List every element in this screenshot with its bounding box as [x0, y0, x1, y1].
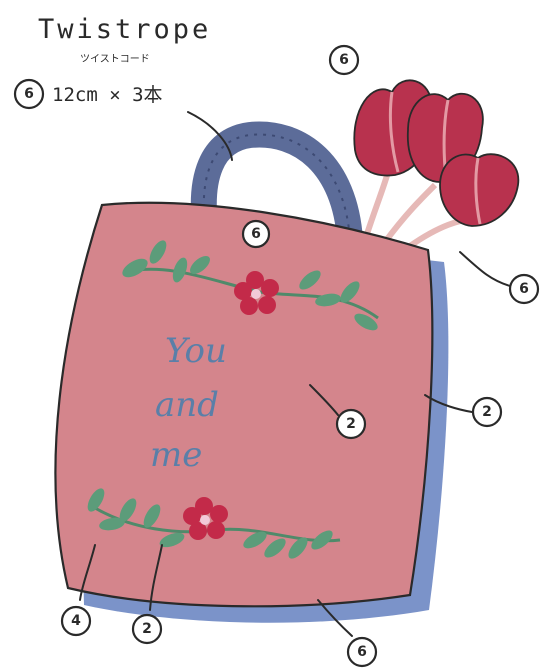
callout-number: 6: [357, 644, 367, 660]
embroidery-word-2: and: [155, 385, 219, 425]
callout-number: 2: [142, 621, 152, 637]
embroidery-word-1: You: [165, 331, 227, 371]
callout-number: 2: [482, 404, 492, 420]
callout-stem: 6: [510, 275, 538, 303]
tulip-bouquet: [354, 80, 518, 246]
callout-letters: 2: [337, 410, 365, 438]
callout-leaf: 4: [62, 607, 90, 635]
callout-number: 6: [339, 52, 349, 68]
legend-spec-text: 12cm × 3本: [52, 84, 163, 106]
embroidery-word-3: me: [150, 435, 202, 475]
legend-title: Twistrope: [38, 14, 211, 45]
callout-number: 4: [71, 613, 81, 629]
callout-number: 6: [519, 281, 529, 297]
callout-handle-top: 6: [243, 221, 269, 247]
callout-vine: 2: [133, 615, 161, 643]
callout-bottom: 6: [348, 638, 376, 666]
legend-subtitle: ツイストコード: [80, 54, 150, 65]
callout-tulip: 6: [330, 46, 358, 74]
legend-spec-number-text: 6: [24, 86, 34, 102]
callout-bag-edge: 2: [473, 398, 501, 426]
legend: Twistrope ツイストコード 6 12cm × 3本: [15, 14, 211, 108]
callout-number: 2: [346, 416, 356, 432]
legend-spec-number: 6: [15, 80, 43, 108]
callout-number: 6: [251, 226, 261, 242]
